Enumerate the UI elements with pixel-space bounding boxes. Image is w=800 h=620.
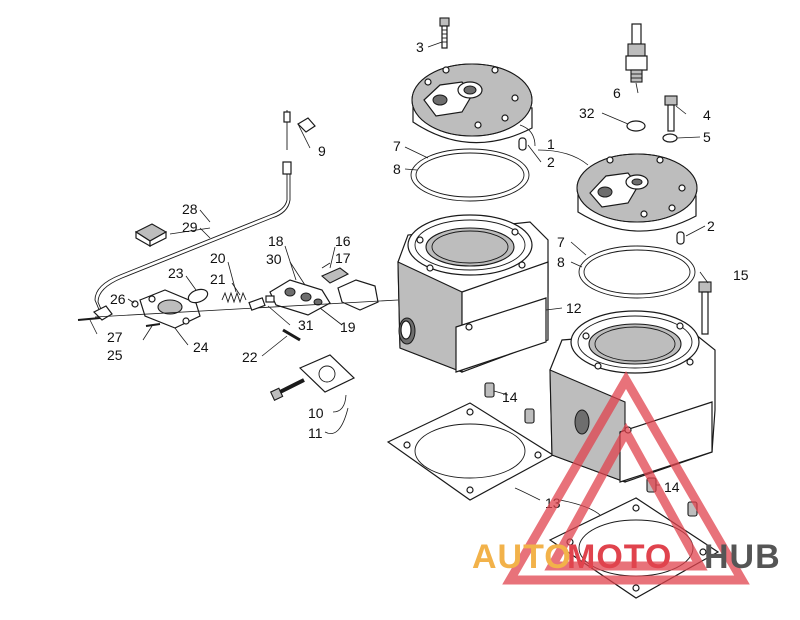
- valve-spring: [221, 291, 247, 304]
- head-bolt-washer: [662, 133, 678, 143]
- callout-17: 17: [335, 250, 351, 266]
- cable-bracket: [282, 110, 316, 175]
- callout-5: 5: [703, 129, 711, 145]
- callout-1: 1: [547, 136, 555, 152]
- callout-14-right: 14: [664, 479, 680, 495]
- watermark-moto: MOTO: [567, 538, 672, 576]
- callout-2-right: 2: [707, 218, 715, 234]
- callout-14: 14: [502, 389, 518, 405]
- callout-22: 22: [242, 349, 258, 365]
- callout-16: 16: [335, 233, 351, 249]
- head-bolt: [439, 17, 450, 49]
- cover-screws: [77, 317, 161, 327]
- exhaust-flange-gasket: [298, 354, 356, 393]
- leader-lines: [89, 41, 709, 516]
- callout-12: 12: [566, 300, 582, 316]
- callout-28: 28: [182, 201, 198, 217]
- exhaust-valve-housing: [269, 279, 331, 316]
- head-o-ring-right: [578, 245, 696, 299]
- callout-25: 25: [107, 347, 123, 363]
- callout-7-right: 7: [557, 234, 565, 250]
- valve-retainer: [248, 295, 275, 311]
- callout-19: 19: [340, 319, 356, 335]
- exhaust-valve-cable: [94, 174, 288, 313]
- callout-23: 23: [168, 265, 184, 281]
- cylinder-left: [397, 214, 549, 373]
- callout-26: 26: [110, 291, 126, 307]
- head-o-ring-left: [410, 148, 530, 202]
- head-bolt-right: [664, 95, 678, 132]
- callout-6: 6: [613, 85, 621, 101]
- exhaust-bolt: [269, 378, 305, 401]
- watermark-auto: AUTO: [472, 538, 572, 576]
- cylinder-head-right: [576, 153, 698, 232]
- callout-29: 29: [182, 219, 198, 235]
- callout-18: 18: [268, 233, 284, 249]
- cylinder-head-left: [411, 63, 533, 144]
- spark-plug: [625, 23, 648, 83]
- callout-2: 2: [547, 154, 555, 170]
- cylinder-dowels-left: [484, 382, 535, 424]
- automotohub-watermark: AUTO MOTO HUB: [472, 371, 781, 585]
- cable-clip: [134, 223, 168, 248]
- callout-27: 27: [107, 329, 123, 345]
- callout-20: 20: [210, 250, 226, 266]
- cylinder-stud-bolt: [698, 281, 712, 335]
- callout-11: 11: [308, 425, 323, 441]
- callout-7: 7: [393, 138, 401, 154]
- callout-32: 32: [579, 105, 595, 121]
- callout-9: 9: [318, 143, 326, 159]
- dowel-pin: [518, 137, 527, 151]
- callout-24: 24: [193, 339, 209, 355]
- callout-21: 21: [210, 271, 226, 287]
- callout-8: 8: [393, 161, 401, 177]
- valve-rod: [282, 328, 301, 342]
- callout-labels: 3 6 4 32 5 1 2 2 9 7 8 7 8 28 29 18 30 1…: [107, 39, 749, 511]
- callout-4: 4: [703, 107, 711, 123]
- callout-30: 30: [266, 251, 282, 267]
- callout-10: 10: [308, 405, 324, 421]
- callout-15: 15: [733, 267, 749, 283]
- watermark-hub: HUB: [704, 538, 781, 576]
- watermark-triangle: [502, 371, 750, 585]
- callout-3: 3: [416, 39, 424, 55]
- callout-31: 31: [298, 317, 314, 333]
- spark-plug-washer: [626, 120, 646, 132]
- valve-o-ring: [187, 288, 209, 304]
- dowel-pin-right: [676, 231, 685, 245]
- callout-8-right: 8: [557, 254, 565, 270]
- exhaust-valve-cover: [139, 289, 201, 329]
